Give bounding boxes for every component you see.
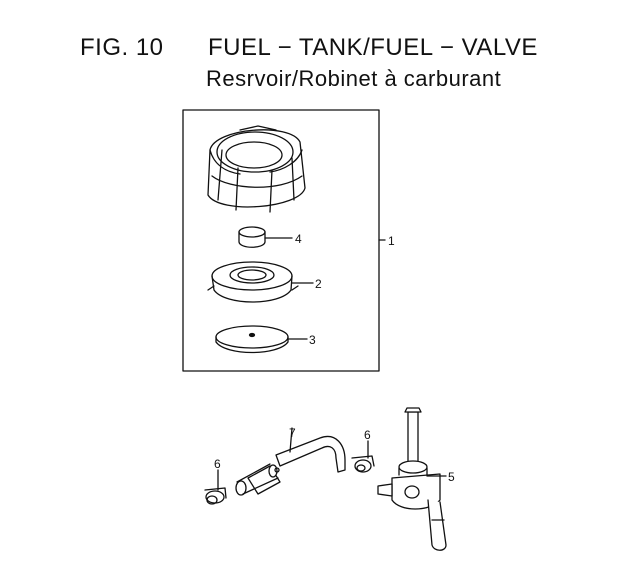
callout-2: 2 (315, 277, 322, 291)
callout-5: 5 (448, 470, 455, 484)
callout-1: 1 (388, 234, 395, 248)
figure-number: FIG. 10 (80, 34, 164, 61)
callout-6-right: 6 (364, 428, 371, 442)
fuel-hose-part-7 (235, 435, 346, 496)
callout-7: 7 (289, 426, 296, 440)
hose-clip-part-6-left (204, 487, 227, 505)
fuel-cap (207, 125, 306, 213)
leader-7 (289, 427, 293, 453)
gasket-part-3 (215, 325, 289, 354)
callout-3: 3 (309, 333, 316, 347)
fuel-valve-part-5 (377, 407, 447, 551)
title-english: FUEL − TANK/FUEL − VALVE (208, 34, 538, 61)
callout-6-left: 6 (214, 457, 221, 471)
ring-part-2 (207, 261, 299, 303)
callout-4: 4 (295, 232, 302, 246)
plug-part-4 (238, 226, 266, 248)
title-french: Resrvoir/Robinet à carburant (206, 66, 502, 91)
hose-clip-part-6-right (351, 455, 375, 473)
